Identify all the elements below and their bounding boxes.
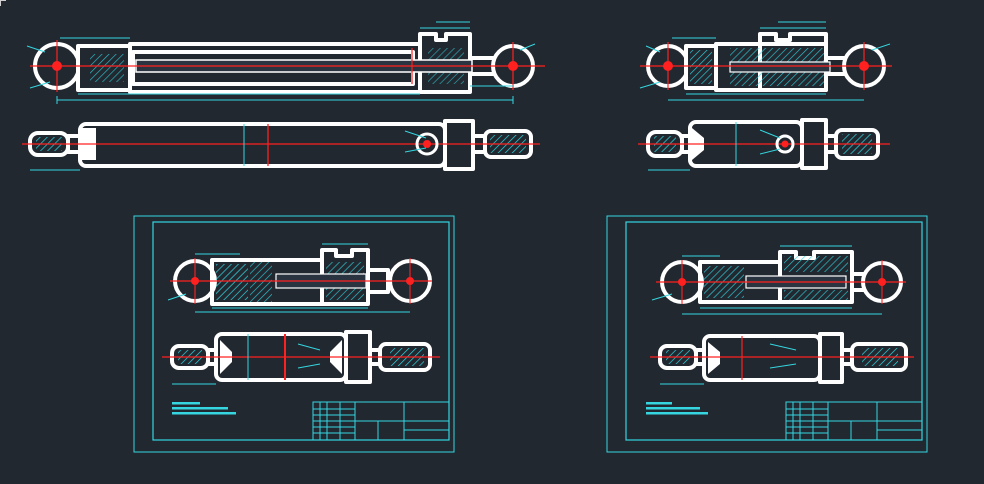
sheet-1-title-block (312, 401, 450, 441)
sheet-2-technical-notes (646, 402, 708, 415)
sheet-2-side-view (651, 245, 906, 315)
drawing-sheet-2[interactable] (606, 215, 928, 453)
sheet-1-top-view (162, 330, 440, 385)
drawing-sheet-1[interactable] (133, 215, 455, 453)
viewport-corner-mark (0, 0, 6, 6)
long-cylinder-side-view[interactable] (26, 21, 545, 104)
sheet-1-side-view (167, 243, 432, 313)
sheet-2-top-view (650, 332, 914, 385)
short-cylinder-side-view[interactable] (639, 21, 892, 101)
sheet-2-title-block (785, 401, 923, 441)
short-cylinder-top-view[interactable] (638, 118, 890, 171)
long-cylinder-top-view[interactable] (22, 119, 540, 171)
sheet-1-technical-notes (172, 402, 236, 415)
